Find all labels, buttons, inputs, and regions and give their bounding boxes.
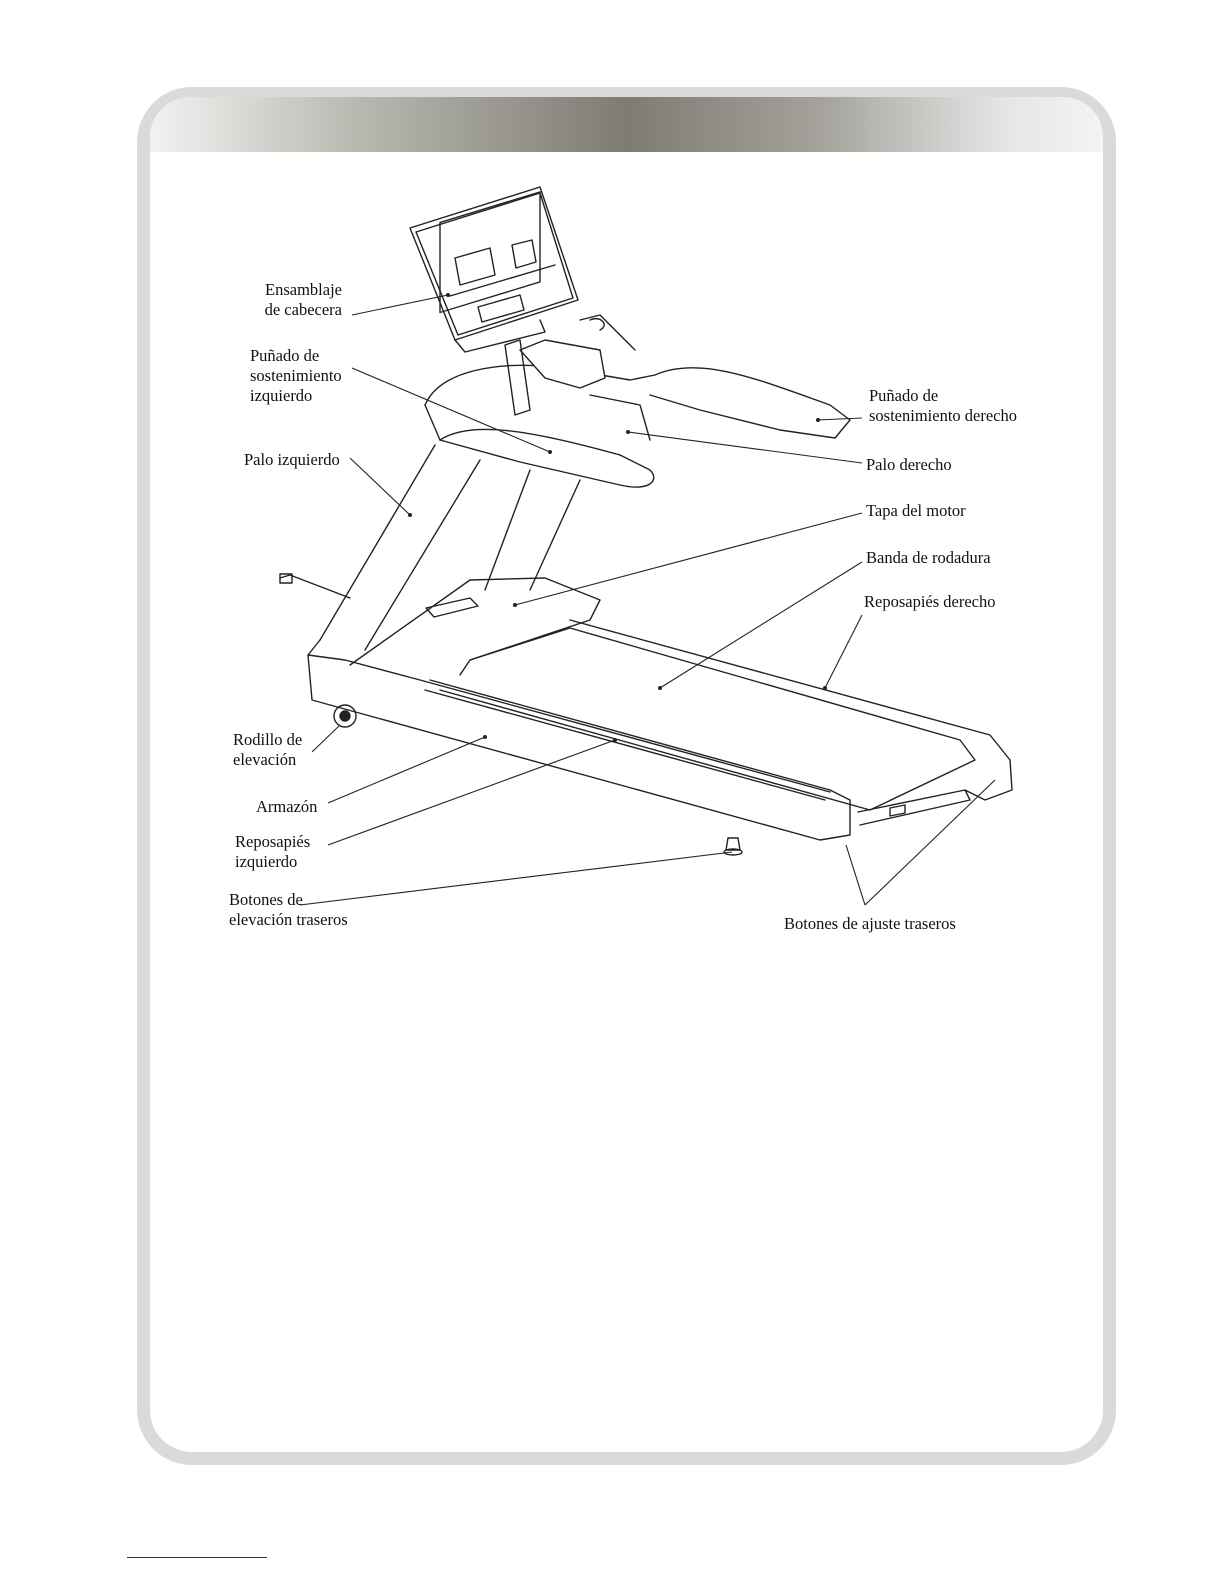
label-right-grip: Puñado de sostenimiento derecho bbox=[869, 386, 1017, 426]
posts-drawing bbox=[320, 395, 650, 650]
label-rear-lift-buttons: Botones de elevación traseros bbox=[229, 890, 348, 930]
leader-dots bbox=[408, 293, 827, 742]
console-drawing bbox=[410, 187, 578, 352]
handlebar-drawing bbox=[425, 315, 850, 487]
label-right-footrest: Reposapiés derecho bbox=[864, 592, 996, 612]
label-motor-cover: Tapa del motor bbox=[866, 501, 966, 521]
label-rear-adjust-buttons: Botones de ajuste traseros bbox=[784, 914, 956, 934]
power-cord-drawing bbox=[280, 575, 350, 598]
label-head-assembly: Ensamblaje de cabecera bbox=[232, 280, 342, 320]
label-left-post: Palo izquierdo bbox=[244, 450, 340, 470]
footer-rule bbox=[127, 1557, 267, 1558]
deck-drawing bbox=[308, 578, 1012, 840]
label-right-post: Palo derecho bbox=[866, 455, 952, 475]
label-left-footrest: Reposapiés izquierdo bbox=[235, 832, 310, 872]
rear-foot-drawing bbox=[726, 838, 740, 850]
label-frame: Armazón bbox=[256, 797, 317, 817]
label-running-belt: Banda de rodadura bbox=[866, 548, 991, 568]
label-left-grip: Puñado de sostenimiento izquierdo bbox=[250, 346, 342, 406]
label-lift-roller: Rodillo de elevación bbox=[233, 730, 302, 770]
